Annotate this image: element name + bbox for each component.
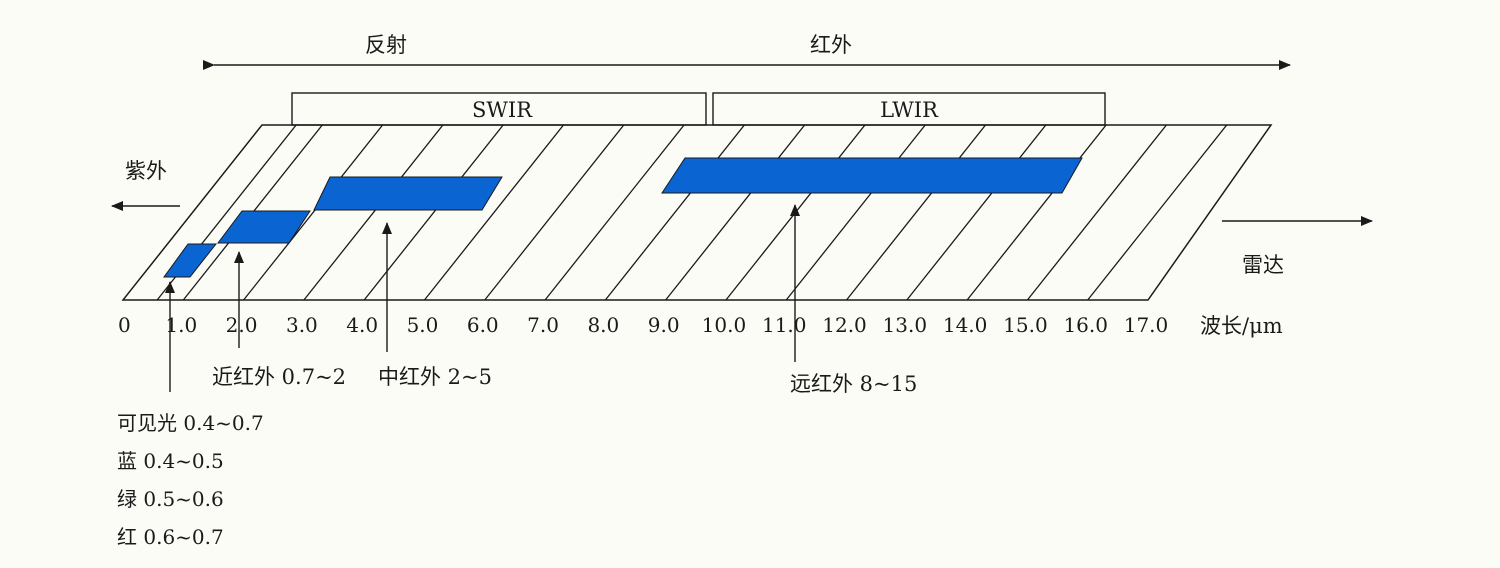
band-divider-line	[906, 124, 1047, 301]
reflective-heading: 反射	[365, 33, 407, 57]
axis-tick-label: 11.0	[762, 313, 807, 337]
axis-tick-label: 15.0	[1003, 313, 1048, 337]
band-dividers	[156, 124, 1228, 301]
band-outline	[121, 124, 1273, 301]
mid-ir-block	[313, 176, 503, 211]
near-ir-label: 近红外 0.7~2	[212, 365, 346, 389]
far-ir-block	[661, 157, 1083, 194]
legend-line: 蓝 0.4~0.5	[117, 449, 224, 473]
band-divider-line	[604, 124, 745, 301]
radar-label: 雷达	[1242, 253, 1284, 277]
axis-unit-label: 波长/μm	[1200, 314, 1283, 338]
lwir-label: LWIR	[880, 98, 939, 122]
axis-tick-label: 9.0	[648, 313, 680, 337]
legend-line: 可见光 0.4~0.7	[117, 411, 264, 435]
band-divider-line	[363, 124, 504, 301]
band-divider-line	[243, 124, 384, 301]
axis-tick-label: 4.0	[346, 313, 378, 337]
axis-tick-label: 13.0	[883, 313, 928, 337]
axis-tick-label: 12.0	[822, 313, 867, 337]
band-divider-line	[484, 124, 625, 301]
axis-tick-label: 3.0	[286, 313, 318, 337]
band-divider-line	[1087, 124, 1228, 301]
far-ir-label: 远红外 8~15	[790, 372, 917, 396]
ultraviolet-label: 紫外	[125, 159, 167, 183]
band-divider-line	[1026, 124, 1167, 301]
axis-tick-label: 10.0	[702, 313, 747, 337]
axis-tick-label: 8.0	[587, 313, 619, 337]
band-divider-line	[423, 124, 564, 301]
mid-ir-label: 中红外 2~5	[378, 365, 492, 389]
axis-tick-label: 16.0	[1063, 313, 1108, 337]
legend-line: 红 0.6~0.7	[117, 525, 224, 549]
band-divider-line	[544, 124, 685, 301]
visible-legend: 可见光 0.4~0.7 蓝 0.4~0.5 绿 0.5~0.6 红 0.6~0.…	[117, 411, 264, 549]
axis-tick-label: 14.0	[943, 313, 988, 337]
axis-tick-label: 2.0	[226, 313, 258, 337]
near-ir-block	[217, 210, 311, 244]
legend-line: 绿 0.5~0.6	[117, 487, 224, 511]
axis-tick-label: 0	[118, 313, 131, 337]
axis-tick-label: 17.0	[1124, 313, 1169, 337]
spectrum-band	[121, 124, 1273, 301]
axis-tick-label: 7.0	[527, 313, 559, 337]
band-divider-line	[665, 124, 806, 301]
band-divider-line	[785, 124, 926, 301]
axis-tick-label: 6.0	[467, 313, 499, 337]
infrared-heading: 红外	[810, 33, 852, 57]
visible-block	[163, 243, 218, 278]
swir-label: SWIR	[472, 98, 533, 122]
band-divider-line	[966, 124, 1107, 301]
band-divider-line	[303, 124, 444, 301]
band-divider-line	[846, 124, 987, 301]
axis-tick-label: 5.0	[407, 313, 439, 337]
